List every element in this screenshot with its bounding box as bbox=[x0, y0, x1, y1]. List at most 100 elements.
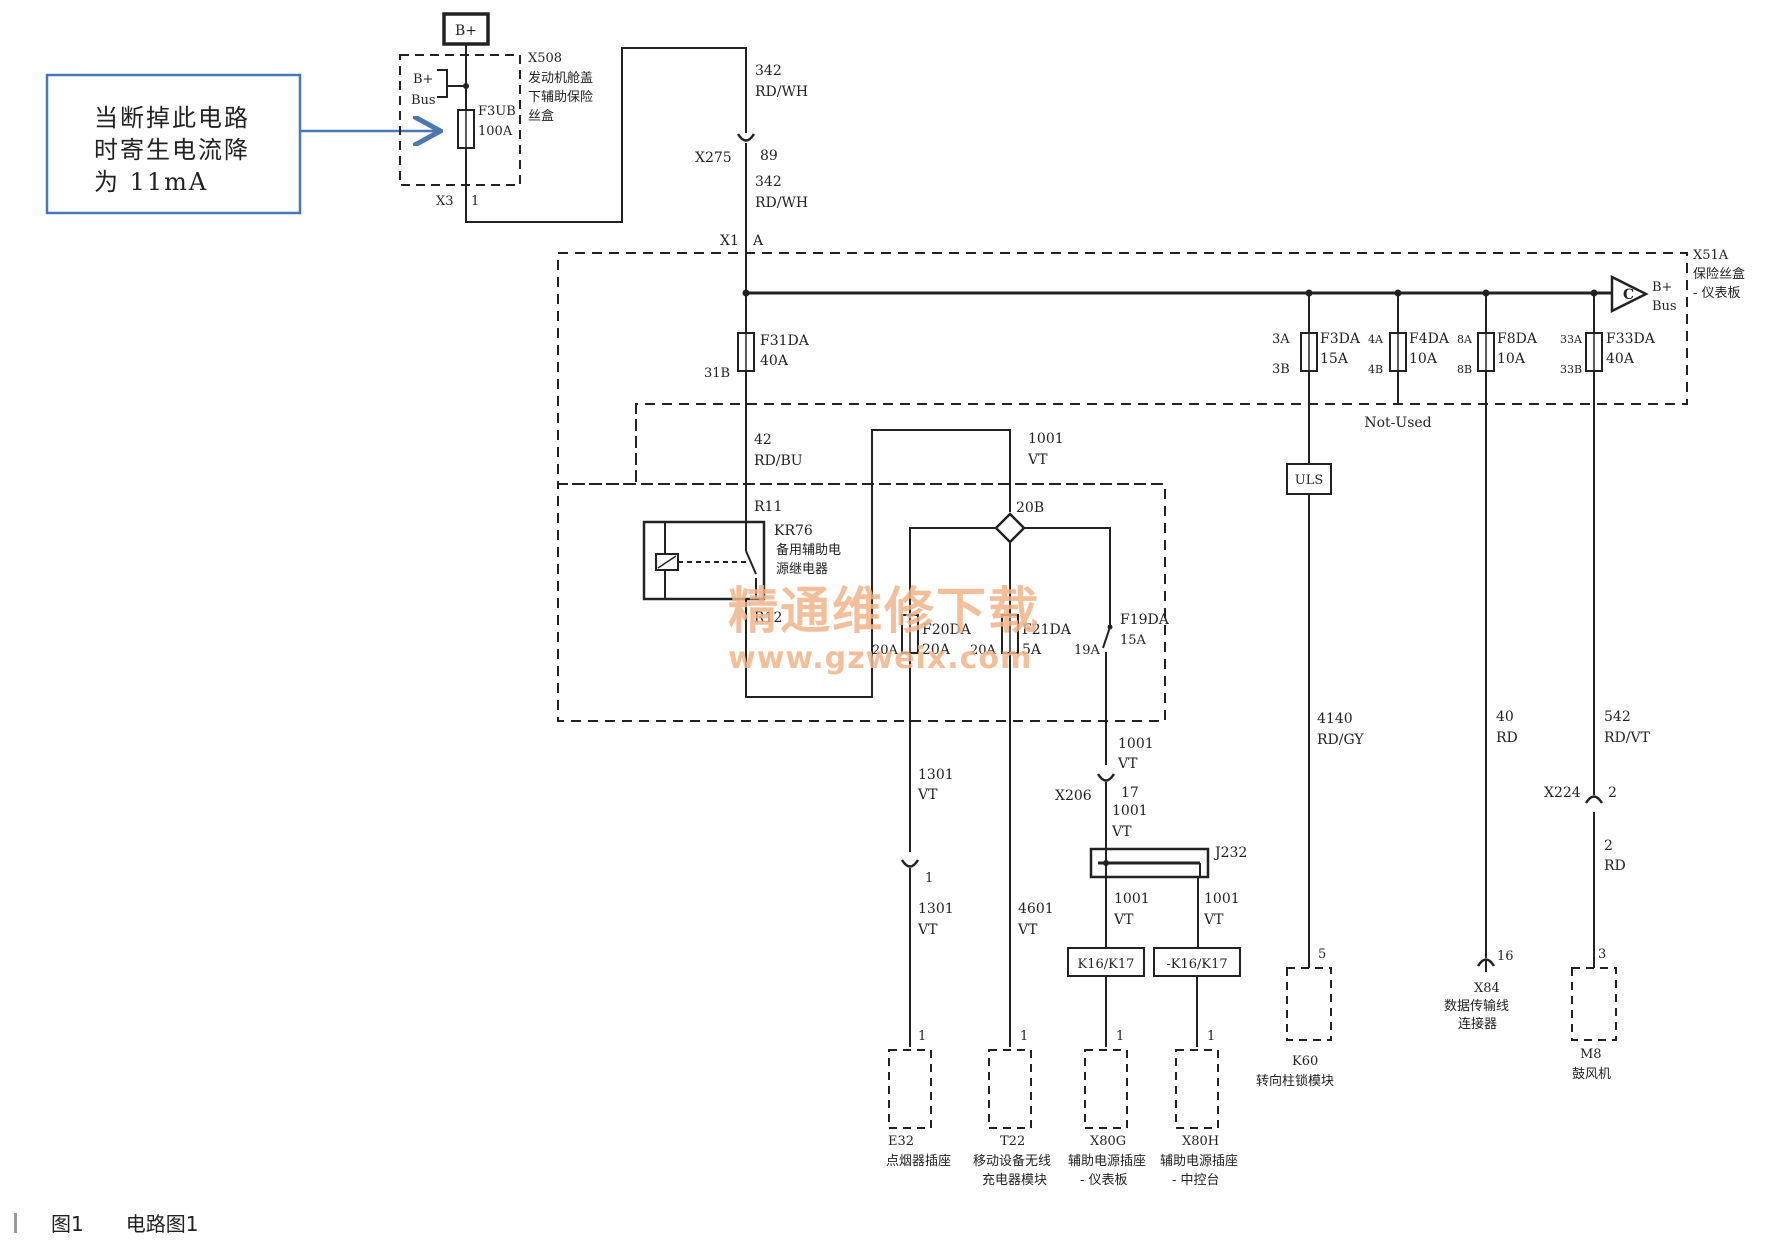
wire-2-color: RD bbox=[1604, 858, 1626, 874]
callout: 当断掉此电路 时寄生电流降 为 11mA bbox=[45, 73, 438, 215]
bplus-source: B+ bbox=[442, 12, 490, 46]
f8da-rating: 10A bbox=[1497, 351, 1526, 367]
module-x84: X84 数据传输线 连接器 bbox=[1444, 981, 1509, 1032]
wire-1301-a-color: VT bbox=[917, 787, 938, 803]
f33da-pin-out: 33B bbox=[1560, 363, 1582, 376]
f3da-rating: 15A bbox=[1320, 351, 1349, 367]
f4da-rating: 10A bbox=[1409, 351, 1438, 367]
wire-342-bottom-color: RD/WH bbox=[755, 195, 808, 211]
f31da-pin: 31B bbox=[704, 366, 730, 381]
x84-desc-1: 数据传输线 bbox=[1444, 998, 1509, 1014]
wire-1001-r-color: VT bbox=[1203, 912, 1224, 928]
wire-42-circuit: 42 bbox=[754, 432, 772, 448]
x508-bus-bracket bbox=[437, 69, 448, 98]
x275-connector-icon bbox=[736, 133, 756, 142]
module-m8: 3 M8 鼓风机 bbox=[1571, 947, 1617, 1082]
kr76-relay: KR76 备用辅助电 源继电器 bbox=[642, 520, 841, 601]
kr76-name: KR76 bbox=[774, 523, 813, 539]
x206-pin: 17 bbox=[1121, 785, 1139, 801]
x51a-bus-label: Bus bbox=[1652, 299, 1677, 314]
wire-342-top-circuit: 342 bbox=[755, 63, 782, 79]
f4da-pin-in: 4A bbox=[1368, 333, 1384, 346]
wire-1301-b-color: VT bbox=[917, 922, 938, 938]
x206-name: X206 bbox=[1055, 788, 1092, 804]
x80g-desc-2: - 仪表板 bbox=[1080, 1173, 1128, 1188]
x51a-desc-1: 保险丝盒 bbox=[1693, 266, 1745, 282]
m8-name: M8 bbox=[1580, 1047, 1602, 1062]
e32-box bbox=[888, 1049, 932, 1129]
x3-pin: 1 bbox=[471, 194, 479, 209]
x3-name: X3 bbox=[436, 194, 454, 209]
t22-name: T22 bbox=[1000, 1134, 1025, 1149]
t22-desc-2: 充电器模块 bbox=[982, 1172, 1047, 1188]
x224-name: X224 bbox=[1544, 785, 1581, 801]
kr76-relay-box bbox=[642, 520, 766, 601]
wire-1001-relay-out bbox=[745, 429, 1011, 698]
wire-4140-circuit: 4140 bbox=[1317, 711, 1353, 727]
module-x80h: 1 X80H 辅助电源插座 - 中控台 bbox=[1160, 1029, 1238, 1188]
k16-box-a bbox=[1067, 947, 1145, 977]
wire-1301-b-circuit: 1301 bbox=[918, 901, 954, 917]
wire-4601-circuit: 4601 bbox=[1018, 901, 1054, 917]
relay-switch-icon bbox=[745, 550, 757, 575]
t22-desc-1: 移动设备无线 bbox=[973, 1153, 1051, 1169]
wire-342-bottom-circuit: 342 bbox=[755, 174, 782, 190]
bus-triangle-icon bbox=[1610, 274, 1649, 314]
x51a-bus-b: B+ bbox=[1652, 280, 1672, 295]
f3da-pin-in: 3A bbox=[1272, 332, 1290, 347]
k16-label-b: -K16/K17 bbox=[1166, 957, 1227, 972]
junction-20b-label: 20B bbox=[1016, 500, 1044, 516]
x51a-name: X51A bbox=[1693, 248, 1729, 263]
x1-pin: A bbox=[752, 233, 764, 249]
kr76-desc-1: 备用辅助电 bbox=[776, 542, 841, 558]
wire-1001-f19-color: VT bbox=[1117, 756, 1138, 772]
x84-name: X84 bbox=[1474, 981, 1500, 996]
f31da-rating: 40A bbox=[760, 353, 789, 369]
callout-line-1: 当断掉此电路 bbox=[94, 104, 250, 132]
not-used-label: Not-Used bbox=[1364, 415, 1431, 431]
x80h-name: X80H bbox=[1182, 1134, 1219, 1149]
x275-name: X275 bbox=[695, 150, 732, 166]
wire-40-color: RD bbox=[1496, 730, 1518, 746]
x224-pin: 2 bbox=[1608, 785, 1617, 801]
m8-box bbox=[1571, 967, 1617, 1041]
f3da-pin-out: 3B bbox=[1272, 362, 1290, 377]
wire-1001-l-circuit: 1001 bbox=[1114, 891, 1150, 907]
x51a-inner-outline bbox=[635, 404, 1165, 485]
figure-caption: 图1 电路图1 bbox=[14, 1208, 198, 1237]
module-x80g: 1 X80G 辅助电源插座 - 仪表板 bbox=[1068, 1029, 1146, 1188]
x1-name: X1 bbox=[720, 233, 739, 249]
watermark-cn: 精通维修下载 bbox=[728, 582, 1040, 640]
wire-1001-top-circuit: 1001 bbox=[1028, 431, 1064, 447]
bus-symbol: C bbox=[1623, 287, 1634, 303]
k16-label-a: K16/K17 bbox=[1078, 957, 1135, 972]
wire-1301-a-circuit: 1301 bbox=[918, 767, 954, 783]
x80g-name: X80G bbox=[1090, 1134, 1126, 1149]
x80h-desc-1: 辅助电源插座 bbox=[1160, 1154, 1238, 1169]
uls-label: ULS bbox=[1295, 473, 1324, 488]
wire-542-color: RD/VT bbox=[1604, 730, 1651, 746]
x51a-lower-outline bbox=[557, 483, 1166, 722]
relay-pin-out: R12 bbox=[754, 610, 782, 626]
caption-fig: 图1 bbox=[51, 1212, 84, 1236]
f21da-rating: 5A bbox=[1022, 642, 1042, 658]
wire-4601-color: VT bbox=[1017, 922, 1038, 938]
x51a-fuse-box: X51A 保险丝盒 - 仪表板 bbox=[557, 248, 1745, 722]
k60-desc-1: 转向柱锁模块 bbox=[1256, 1073, 1334, 1089]
x80h-desc-2: - 中控台 bbox=[1172, 1173, 1220, 1188]
wire-1001-l-color: VT bbox=[1113, 912, 1134, 928]
x84-pin: 16 bbox=[1497, 949, 1514, 964]
j232-splice: J232 bbox=[1089, 845, 1247, 879]
x80h-pin: 1 bbox=[1207, 1029, 1215, 1044]
m8-pin: 3 bbox=[1598, 947, 1606, 962]
f19da-name: F19DA bbox=[1120, 612, 1170, 628]
f20da-pin: 20A bbox=[872, 643, 899, 658]
e32-pin: 1 bbox=[918, 1029, 926, 1044]
wire-4140-color: RD/GY bbox=[1317, 732, 1364, 748]
relay-pin-in: R11 bbox=[754, 499, 782, 515]
module-e32: 1 E32 点烟器插座 bbox=[886, 1029, 951, 1169]
wire-1001-r-circuit: 1001 bbox=[1204, 891, 1240, 907]
f20da-rating: 20A bbox=[922, 642, 951, 658]
f33da-pin-in: 33A bbox=[1560, 333, 1583, 346]
f4da-name: F4DA bbox=[1409, 331, 1450, 347]
